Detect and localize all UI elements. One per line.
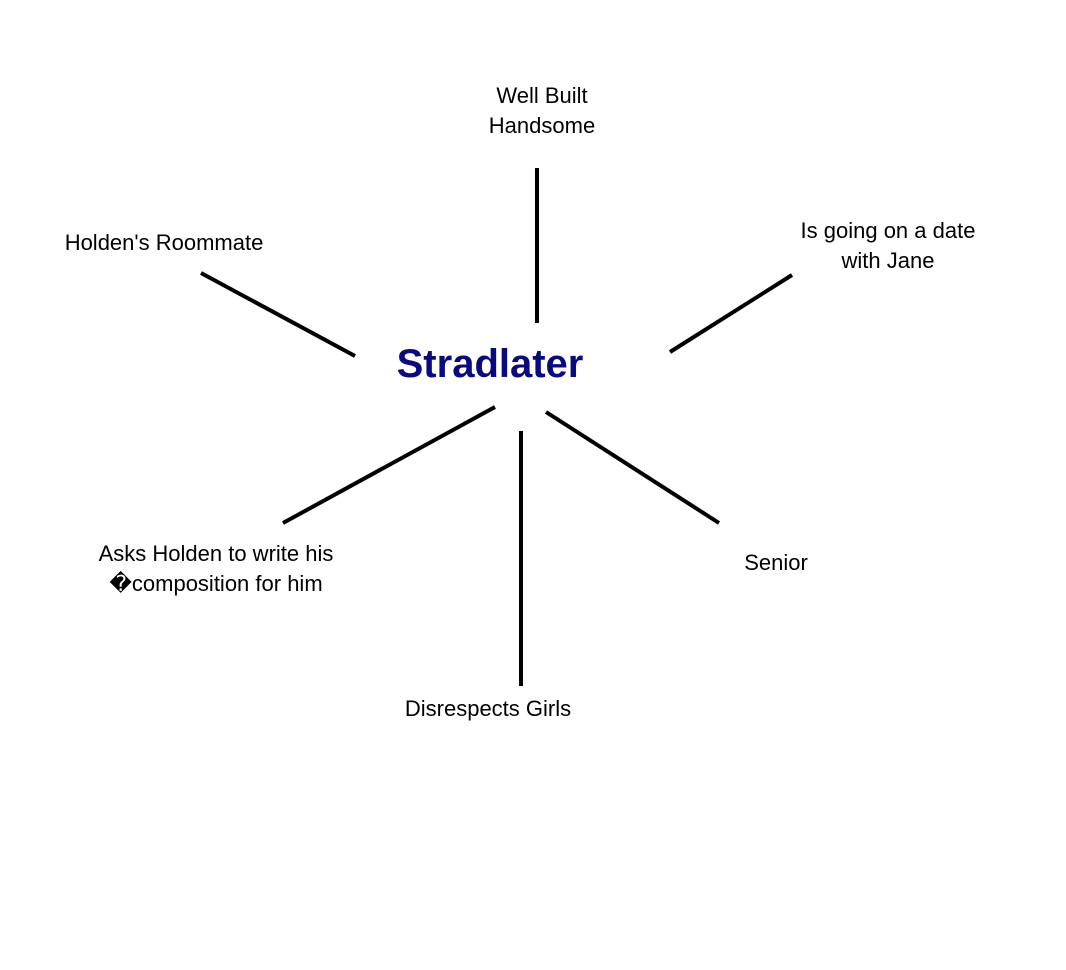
node-senior-line-1: Senior xyxy=(744,550,808,575)
center-topic: Stradlater xyxy=(396,342,584,386)
node-date: Is going on a date with Jane xyxy=(768,216,1008,276)
spoke-senior xyxy=(544,410,721,525)
node-composition: Asks Holden to write his �composition fo… xyxy=(66,539,366,599)
spoke-composition xyxy=(282,405,496,525)
node-physique-line-2: Handsome xyxy=(488,113,596,138)
spoke-date xyxy=(668,273,794,354)
node-composition-line-1: Asks Holden to write his xyxy=(98,541,334,566)
node-roommate-line-1: Holden's Roommate xyxy=(64,230,264,255)
node-physique-line-1: Well Built xyxy=(496,83,588,108)
node-physique: Well Built Handsome xyxy=(442,81,642,141)
node-girls-line-1: Disrespects Girls xyxy=(404,696,572,721)
spoke-roommate xyxy=(200,271,356,358)
node-composition-line-2: �composition for him xyxy=(109,571,323,596)
node-date-line-2: with Jane xyxy=(841,248,935,273)
node-roommate: Holden's Roommate xyxy=(30,228,298,258)
node-senior: Senior xyxy=(716,548,836,578)
node-girls: Disrespects Girls xyxy=(368,694,608,724)
node-date-line-1: Is going on a date xyxy=(800,218,976,243)
